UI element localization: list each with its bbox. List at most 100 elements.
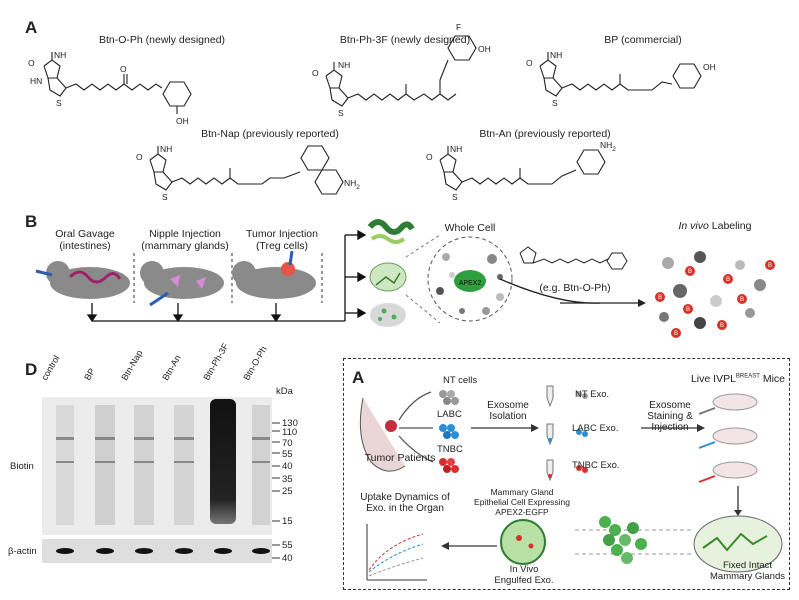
atom-o-1: O <box>28 58 35 68</box>
svg-text:B: B <box>720 323 724 329</box>
whole-cell-label: Whole Cell <box>444 222 496 234</box>
live-mice-label: Live IVPLBREAST Mice <box>690 373 786 385</box>
labeled-proteins <box>659 251 766 329</box>
in-vivo-labeling-title: In vivo Labeling <box>678 220 752 232</box>
panel-d-letter: D <box>25 360 38 379</box>
atom-o-2: O <box>312 68 319 78</box>
fixed-gland <box>693 515 783 573</box>
tnbc-exo-label: TNBC Exo. <box>572 460 620 471</box>
panel-a-letter: A <box>25 18 38 37</box>
marker-130: 130 <box>282 418 298 429</box>
atom-nh-3: NH <box>550 50 562 60</box>
fixed-glands-label: Fixed Intact Mammary Glands <box>710 560 785 582</box>
lane-label-btn-ph-3f: Btn-Ph-3F <box>201 341 231 382</box>
structure-label-btn-ph-3f: Btn-Ph-3F (newly designed) <box>339 34 471 46</box>
svg-text:B: B <box>674 331 678 337</box>
structure-label-btn-o-ph: Btn-O-Ph (newly designed) <box>98 34 226 46</box>
apex2-label: APEX2 <box>459 280 482 287</box>
structure-label-btn-an: Btn-An (previously reported) <box>479 128 611 140</box>
biotin-lanes <box>56 405 270 525</box>
atom-s-3: S <box>552 98 558 108</box>
atom-hn-1: HN <box>30 76 42 86</box>
probe-molecule <box>519 246 628 270</box>
whole-cell <box>427 236 513 322</box>
engulfing-cell <box>500 519 546 565</box>
example-probe-label: (e.g. Btn-O-Ph) <box>539 282 611 294</box>
exosome-isolation-label: Exosome Isolation <box>487 400 529 422</box>
atom-o-1b: O <box>120 64 127 74</box>
svg-text:B: B <box>686 307 690 313</box>
exosome-workflow-box <box>343 358 790 590</box>
labc-label: LABC <box>437 409 462 420</box>
western-blot: 130 110 70 55 40 35 25 15 55 40 <box>42 397 298 564</box>
biotin-core-3 <box>539 52 702 97</box>
lane-label-bp: BP <box>82 366 98 382</box>
workflow-diagram: B B B B B B B B APEX2 <box>35 219 775 338</box>
tissue-tumor <box>370 303 406 327</box>
uptake-dynamics-label: Uptake Dynamics of Exo. in the Organ <box>360 492 450 514</box>
staining-injection-label: Exosome Staining & Injection <box>647 400 693 433</box>
mouse-tumor <box>232 250 316 299</box>
route-tumor-injection: Tumor Injection (Treg cells) <box>246 228 318 252</box>
atom-s-1: S <box>56 98 62 108</box>
tumor-patients-label: Tumor Patients <box>364 452 436 464</box>
structure-label-bp: BP (commercial) <box>604 34 682 46</box>
tissue-intestine <box>367 219 415 244</box>
atom-f-2: F <box>456 22 461 32</box>
biotin-core-1 <box>43 52 192 114</box>
marker-110: 110 <box>282 427 297 438</box>
marker-40: 40 <box>282 461 293 472</box>
svg-text:B: B <box>740 297 744 303</box>
tnbc-label: TNBC <box>437 444 463 455</box>
atom-o-3: O <box>526 58 533 68</box>
engulfed-exo-label: In Vivo Engulfed Exo. <box>494 564 554 586</box>
atom-nh2-4: NH2 <box>344 178 360 191</box>
biotin-core-5 <box>439 146 606 191</box>
route-oral-gavage: Oral Gavage (intestines) <box>55 228 115 252</box>
lane-label-btn-an: Btn-An <box>160 353 183 382</box>
biotin-core-2 <box>325 35 477 107</box>
tnbc-cluster <box>439 458 459 473</box>
atom-nh-4: NH <box>160 144 172 154</box>
atom-nh-1: NH <box>54 50 66 60</box>
exosome-workflow-diagram <box>359 385 783 581</box>
marker-actin-55: 55 <box>282 540 293 551</box>
atom-nh-2: NH <box>338 60 350 70</box>
kda-label: kDa <box>276 386 293 397</box>
atom-oh-2: OH <box>478 44 491 54</box>
marker-70: 70 <box>282 438 293 449</box>
labc-exo-label: LABC Exo. <box>572 423 619 434</box>
atom-oh-3: OH <box>703 62 716 72</box>
nt-cells-label: NT cells <box>443 375 478 386</box>
panel-b-letter: B <box>25 212 38 231</box>
mouse-nipple <box>140 261 224 307</box>
atom-nh2-5: NH2 <box>600 140 616 153</box>
svg-text:B: B <box>768 263 772 269</box>
marker-actin-40: 40 <box>282 553 293 564</box>
route-nipple-injection: Nipple Injection (mammary glands) <box>141 228 229 252</box>
atom-oh-1: OH <box>176 116 189 126</box>
gland-epithelial-label: Mammary Gland Epithelial Cell Expressing… <box>474 487 570 517</box>
svg-text:B: B <box>726 277 730 283</box>
biotin-tags: B B B B B B B B <box>655 260 775 338</box>
marker-55: 55 <box>282 449 293 460</box>
ivpl-mice <box>698 393 758 483</box>
atom-s-4: S <box>162 192 168 202</box>
svg-text:B: B <box>658 295 662 301</box>
labc-cluster <box>439 424 459 439</box>
chemical-structures: O NH HN S O OH O NH S F OH O NH S OH O N… <box>28 22 716 202</box>
mouse-oral <box>35 261 130 299</box>
biotin-core-4 <box>149 145 344 195</box>
atom-s-5: S <box>452 192 458 202</box>
tubes <box>546 385 554 482</box>
marker-15: 15 <box>282 516 293 527</box>
structure-label-btn-nap: Btn-Nap (previously reported) <box>201 128 339 140</box>
nt-cells-cluster <box>439 390 459 405</box>
marker-25: 25 <box>282 486 293 497</box>
row-label-actin: β-actin <box>8 546 37 557</box>
btn-ph-3f-lane-signal <box>210 399 236 524</box>
biotin-bands <box>56 437 270 463</box>
marker-35: 35 <box>282 474 293 485</box>
tissue-gland <box>369 262 407 292</box>
atom-nh-5: NH <box>450 144 462 154</box>
